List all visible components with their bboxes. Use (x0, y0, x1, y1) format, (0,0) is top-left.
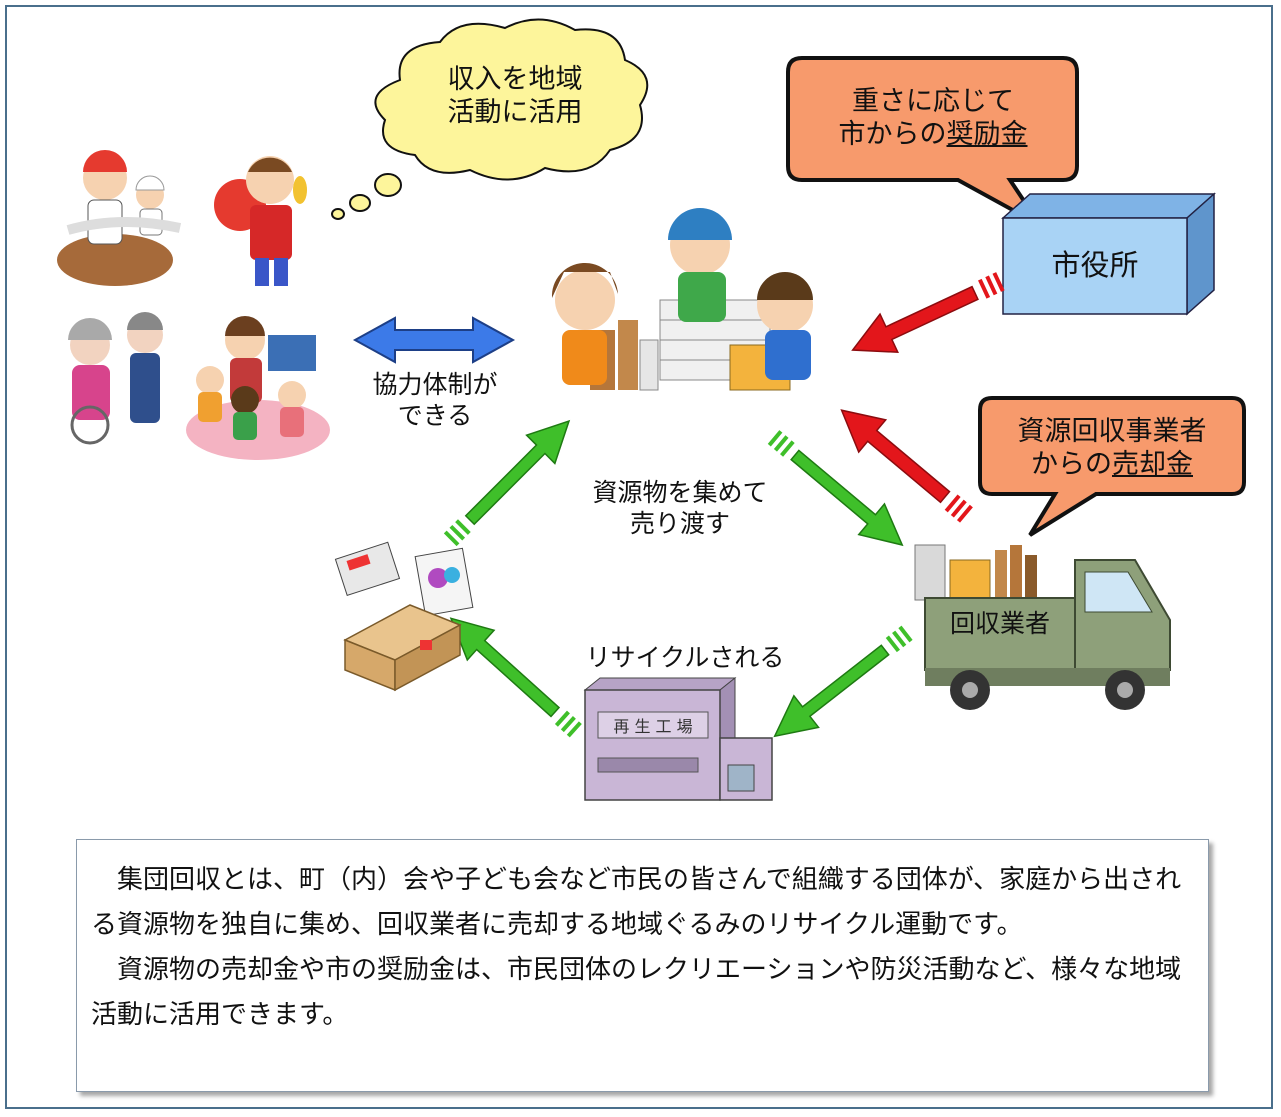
kids-reading-illustration (186, 316, 330, 460)
city-office-label: 市役所 (1051, 248, 1139, 282)
factory-sign: 再 生 工 場 (613, 717, 692, 736)
sports-day-illustration (57, 150, 182, 286)
children-collecting-illustration (551, 208, 813, 391)
elderly-exercise-illustration (68, 312, 163, 445)
recycled-goods-illustration (334, 541, 474, 692)
city-callout-text: 重さに応じて 市からの奨励金 (838, 86, 1028, 150)
to-factory-arrow (760, 616, 920, 754)
city-callout-shape (786, 56, 1079, 227)
festival-child-illustration (214, 156, 307, 286)
thought-bubble-text: 収入を地域 活動に活用 (447, 64, 583, 128)
city-grant-word: 奨励金 (946, 118, 1028, 150)
dealer-callout-shape (978, 396, 1246, 537)
city-office-box (1001, 192, 1216, 316)
description-box: 集団回収とは、町（内）会や子ども会など市民の皆さんで組織する団体が、家庭から出さ… (76, 839, 1209, 1092)
collection-truck (914, 544, 1171, 710)
sale-money-word: 売却金 (1112, 448, 1193, 480)
dealer-callout-text: 資源回収事業者 からの売却金 (1017, 416, 1207, 480)
cooperation-label: 協力体制が できる (372, 370, 498, 430)
city-grant-arrow (841, 260, 1010, 372)
recycling-factory (583, 676, 773, 801)
recycle-label: リサイクルされる (585, 643, 785, 672)
truck-label: 回収業者 (949, 609, 1050, 638)
description-paragraph-2: 資源物の売却金や市の奨励金は、市民団体のレクリエーションや防災活動など、様々な地… (91, 955, 1182, 1030)
center-caption: 資源物を集めて 売り渡す (592, 478, 768, 538)
cooperation-double-arrow (352, 316, 516, 364)
description-paragraph-1: 集団回収とは、町（内）会や子ども会など市民の皆さんで組織する団体が、家庭から出さ… (91, 865, 1182, 940)
thought-bubble (331, 18, 649, 220)
